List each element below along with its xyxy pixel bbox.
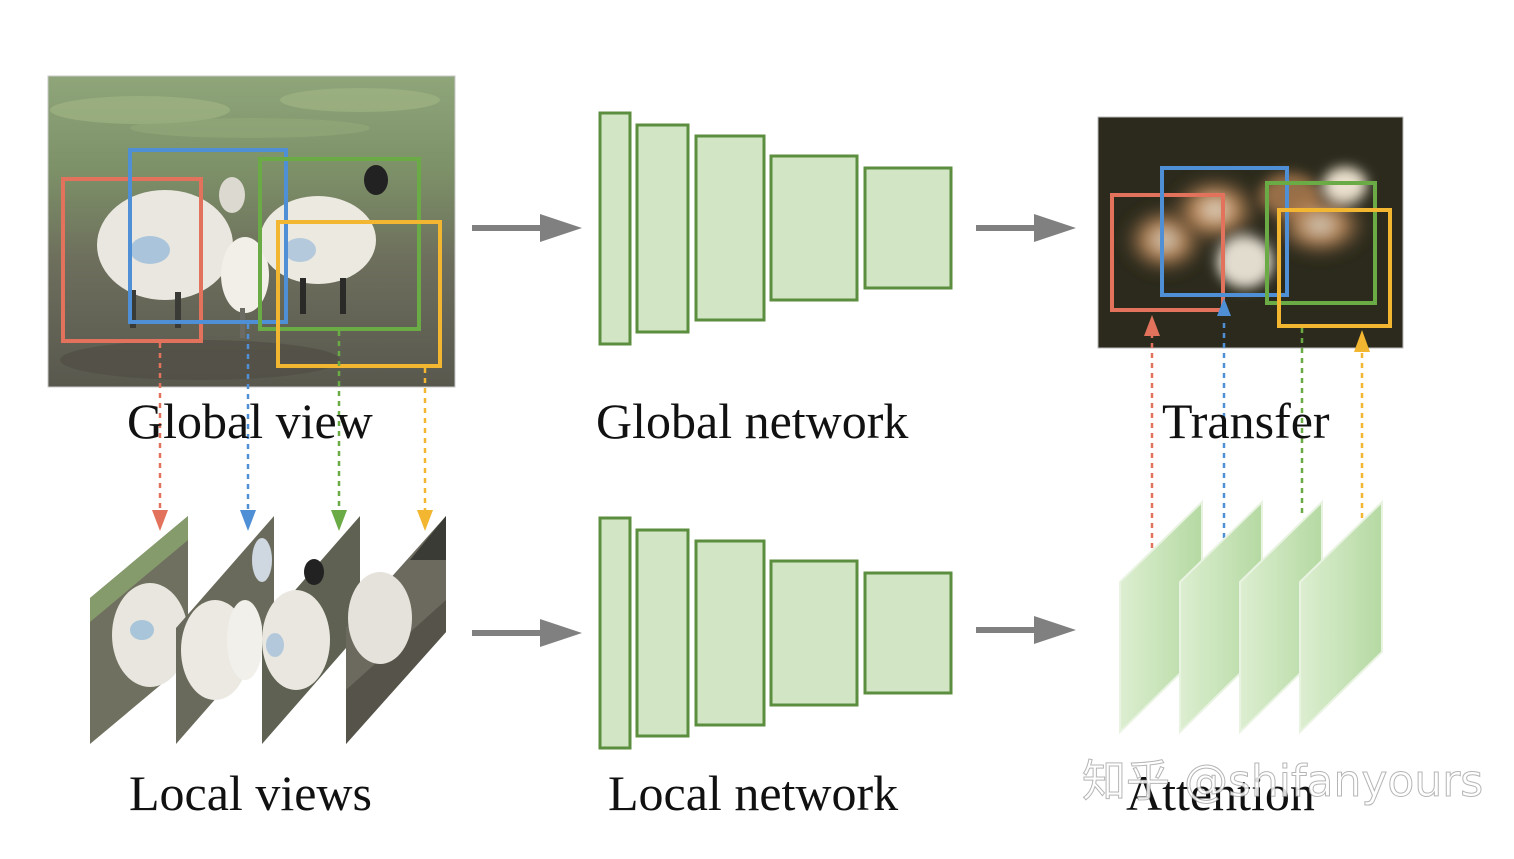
attention-plane-4 [1299,499,1383,735]
global-network-layer-2 [635,123,690,334]
crop-arrows [158,324,427,515]
label-global-network: Global network [596,393,909,449]
local-network-layer-2 [635,528,690,738]
transfer-heatmap [1097,116,1404,349]
global-network-layer-4 [769,154,859,302]
crop-arrowhead-green [331,510,347,531]
global-network-layer-1 [598,111,632,346]
attention-arrows [1150,318,1364,548]
transfer-box-blue [1160,166,1289,297]
crop-arrowhead-blue [240,510,256,531]
label-local-network: Local network [608,765,899,821]
attention-arrowhead-red [1144,315,1160,336]
label-attention: Attention [1126,765,1315,821]
watermark: 知乎 @shifanyours [1081,756,1484,807]
label-global-view: Global view [127,393,373,449]
label-transfer: Transfer [1162,393,1330,449]
flow-arrows [472,214,1076,647]
crop-arrowhead-red [152,510,168,531]
local-network-layer-4 [769,559,859,707]
attention-maps [1119,499,1383,735]
label-local-views: Local views [129,765,372,821]
transfer-box-green [1265,181,1377,305]
roi-box-blue [128,148,288,324]
transfer-box-yellow [1277,208,1392,328]
global-network-layer-5 [863,166,953,290]
local-view-1 [90,516,188,744]
attention-arrowhead-blue [1217,298,1231,316]
local-network-layer-3 [694,539,766,727]
local-network-layer-1 [598,516,632,750]
transfer-box-red [1110,193,1225,312]
local-network [598,516,953,750]
attention-arrowhead-yellow [1354,330,1370,352]
roi-box-green [258,157,421,331]
local-view-2 [176,516,274,744]
crop-arrowhead-yellow [417,510,433,531]
roi-box-yellow [276,220,442,368]
global-network-layer-3 [694,134,766,322]
local-network-layer-5 [863,571,953,695]
local-view-4 [346,516,446,744]
global-network [598,111,953,346]
local-view-3 [262,516,360,744]
